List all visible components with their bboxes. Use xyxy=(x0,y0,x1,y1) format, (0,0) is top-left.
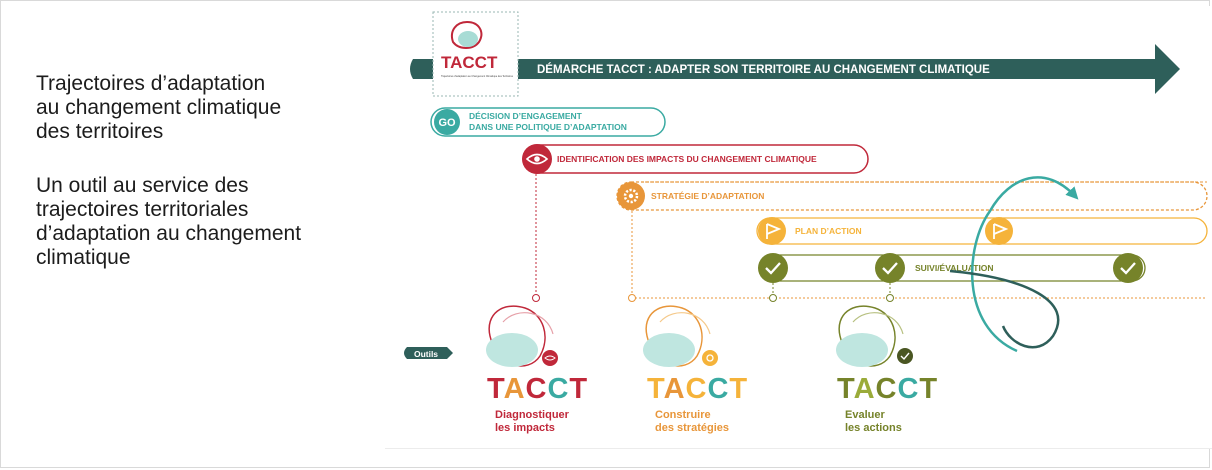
check-icon-3 xyxy=(1113,253,1143,283)
gear-icon xyxy=(623,188,639,204)
tool3-caption-line1: Evaluer xyxy=(845,409,885,421)
slide-heading: Trajectoires d’adaptation au changement … xyxy=(36,72,282,143)
tools-tag: Outils xyxy=(404,347,453,359)
go-badge-text: GO xyxy=(438,117,456,129)
tool2-gear-icon xyxy=(706,354,714,362)
identification-label: IDENTIFICATION DES IMPACTS DU CHANGEMENT… xyxy=(557,154,817,164)
tool2-caption-line1: Construire xyxy=(655,409,711,421)
check-icon-1 xyxy=(758,253,788,283)
flag-icon xyxy=(766,223,782,239)
process-banner-label: DÉMARCHE TACCT : ADAPTER SON TERRITOIRE … xyxy=(537,63,990,76)
improvement-loop-arrow xyxy=(949,176,1079,353)
tool-construire: TACCT Construire des stratégies xyxy=(643,305,748,434)
tool3-check-icon xyxy=(900,352,910,361)
eye-icon xyxy=(525,153,549,165)
step-go: GO DÉCISION D’ENGAGEMENT DANS UNE POLITI… xyxy=(430,107,666,137)
tacct-process-diagram: DÉMARCHE TACCT : ADAPTER SON TERRITOIRE … xyxy=(385,6,1212,449)
tool3-wordmark: TACCT xyxy=(837,373,938,405)
step-suivi-evaluation: SUIVI/ÉVALUATION xyxy=(758,253,1146,302)
tool2-wordmark: TACCT xyxy=(647,373,748,405)
logo-tagline: Trajectoires d’adaptation au Changement … xyxy=(441,74,513,78)
tools-tag-label: Outils xyxy=(414,349,438,359)
check-icon-2 xyxy=(875,253,905,283)
slide-text-block: Trajectoires d’adaptation au changement … xyxy=(36,72,366,300)
go-badge xyxy=(434,109,460,135)
suivi-label: SUIVI/ÉVALUATION xyxy=(915,263,994,273)
tool1-caption-line1: Diagnostiquer xyxy=(495,409,570,421)
tool2-caption-line2: des stratégies xyxy=(655,422,729,434)
strategie-label: STRATÉGIE D’ADAPTATION xyxy=(651,191,764,201)
tool-evaluer: TACCT Evaluer les actions xyxy=(836,305,938,434)
logo-leaf-mark xyxy=(451,20,483,49)
slide-subheading: Un outil au service des trajectoires ter… xyxy=(36,174,302,269)
main-process-arrow: DÉMARCHE TACCT : ADAPTER SON TERRITOIRE … xyxy=(410,44,1180,94)
step-plan-action: PLAN D’ACTION xyxy=(756,217,1208,245)
step-strategie: STRATÉGIE D’ADAPTATION xyxy=(616,181,1208,302)
tool3-caption-line2: les actions xyxy=(845,422,902,434)
step-identification: IDENTIFICATION DES IMPACTS DU CHANGEMENT… xyxy=(522,144,869,302)
logo-wordmark: TACCT xyxy=(441,53,498,72)
tool1-wordmark: TACCT xyxy=(487,373,588,405)
tool1-eye-icon xyxy=(544,355,556,361)
tacct-logo: TACCT Trajectoires d’adaptation au Chang… xyxy=(432,11,519,97)
flag-icon-repeat xyxy=(993,223,1009,239)
tool-diagnostiquer: TACCT Diagnostiquer les impacts xyxy=(486,305,588,434)
go-label-line1: DÉCISION D’ENGAGEMENT xyxy=(469,111,583,121)
logo-leaf-fill xyxy=(458,31,478,47)
tool1-caption-line2: les impacts xyxy=(495,422,555,434)
plan-action-label: PLAN D’ACTION xyxy=(795,226,862,236)
go-label-line2: DANS UNE POLITIQUE D’ADAPTATION xyxy=(469,122,627,132)
